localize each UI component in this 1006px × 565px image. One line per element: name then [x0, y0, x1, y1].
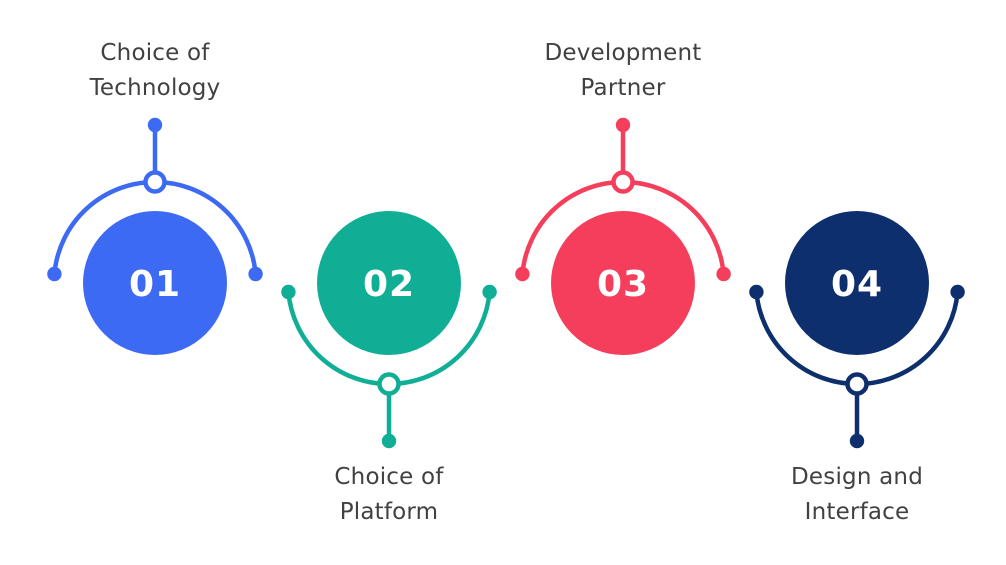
step-03-label: Development Partner — [481, 36, 765, 106]
step-number: 02 — [363, 264, 415, 305]
step-02-label-line1: Choice of — [334, 464, 444, 490]
connector-ring — [143, 170, 167, 194]
step-03-label-line2: Partner — [580, 75, 666, 101]
step-circle — [785, 211, 929, 355]
stem-end-dot — [381, 433, 397, 449]
stem-end-dot — [849, 433, 865, 449]
step-01-label-line1: Choice of — [100, 40, 210, 66]
step-04-label: Design and Interface — [715, 460, 999, 530]
connector-ring — [611, 170, 635, 194]
step-04-label-line1: Design and — [791, 464, 923, 490]
step-03-graphic: 03 — [515, 117, 731, 355]
stem-end-dot — [147, 117, 163, 133]
stem-end-dot — [615, 117, 631, 133]
step-01-graphic: 01 — [47, 117, 263, 355]
step-item-04: 04 Design and Interface — [739, 0, 975, 565]
step-item-01: Choice of Technology 01 — [37, 0, 273, 565]
step-item-02: 02 Choice of Platform — [271, 0, 507, 565]
arc-end-dot-left — [281, 284, 296, 300]
arc-end-dot-left — [47, 266, 62, 282]
arc-end-dot-right — [716, 266, 731, 282]
step-03-label-line1: Development — [544, 40, 702, 66]
step-number: 01 — [129, 264, 181, 305]
step-circle — [317, 211, 461, 355]
arc-end-dot-left — [515, 266, 530, 282]
step-circle — [83, 211, 227, 355]
step-01-label-line2: Technology — [89, 75, 221, 101]
step-02-label: Choice of Platform — [247, 460, 531, 530]
step-02-label-line2: Platform — [339, 499, 439, 525]
step-item-03: Development Partner 03 — [505, 0, 741, 565]
step-01-label: Choice of Technology — [13, 36, 297, 106]
step-number: 04 — [831, 264, 883, 305]
connector-ring — [377, 372, 401, 396]
step-04-label-line2: Interface — [804, 499, 910, 525]
arc-end-dot-right — [482, 284, 497, 300]
step-02-graphic: 02 — [281, 211, 497, 449]
connector-ring — [845, 372, 869, 396]
arc-end-dot-right — [950, 284, 965, 300]
step-number: 03 — [597, 264, 649, 305]
step-04-graphic: 04 — [749, 211, 965, 449]
arc-end-dot-right — [248, 266, 263, 282]
arc-end-dot-left — [749, 284, 764, 300]
step-circle — [551, 211, 695, 355]
